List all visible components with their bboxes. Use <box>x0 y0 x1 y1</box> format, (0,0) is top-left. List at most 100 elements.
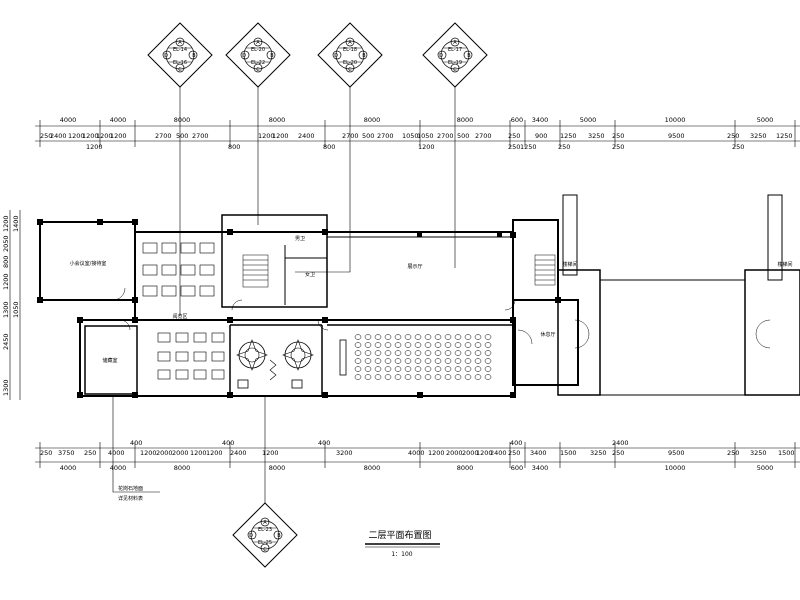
lecture-seat <box>464 366 472 372</box>
exhibition-display <box>236 339 314 389</box>
svg-text:10000: 10000 <box>665 464 686 472</box>
svg-text:EL-25: EL-25 <box>258 540 272 546</box>
svg-text:2450: 2450 <box>2 333 10 350</box>
elevation-marker-5: A EL-23 B D EL-25 C <box>232 502 298 568</box>
svg-text:EL-22: EL-22 <box>251 60 265 66</box>
svg-text:250: 250 <box>558 143 570 151</box>
annotation-note: 详见材料表 <box>118 495 143 502</box>
lecture-seat <box>464 350 472 356</box>
svg-text:9500: 9500 <box>668 132 685 140</box>
svg-text:250: 250 <box>508 132 520 140</box>
svg-text:EL-17: EL-17 <box>448 47 462 53</box>
svg-text:1200: 1200 <box>68 132 85 140</box>
svg-text:A: A <box>453 40 457 46</box>
lecture-seat <box>414 374 422 380</box>
stair-left <box>242 254 269 288</box>
lecture-seat <box>384 334 392 340</box>
svg-text:B: B <box>467 53 471 59</box>
svg-text:250: 250 <box>612 132 624 140</box>
svg-text:250: 250 <box>727 449 739 457</box>
svg-text:4000: 4000 <box>60 464 77 472</box>
lecture-seat <box>464 358 472 364</box>
lecture-seat <box>444 366 452 372</box>
lecture-seat <box>384 358 392 364</box>
lecture-seat <box>374 366 382 372</box>
door-swings <box>112 287 771 349</box>
lecture-seat <box>474 374 482 380</box>
svg-text:3200: 3200 <box>336 449 353 457</box>
svg-text:1200: 1200 <box>272 132 289 140</box>
svg-text:EL-19: EL-19 <box>448 60 462 66</box>
lecture-seat <box>404 374 412 380</box>
lecture-seat <box>444 334 452 340</box>
svg-text:EL-20: EL-20 <box>251 47 265 53</box>
svg-text:4000: 4000 <box>60 116 77 124</box>
lecture-seat <box>394 366 402 372</box>
lecture-seat <box>484 358 492 364</box>
lecture-seat <box>444 374 452 380</box>
left-dimension-chain: 1200 2050 800 1200 1300 2450 1300 1400 1… <box>2 210 21 400</box>
reading-tables-lower <box>157 332 225 380</box>
lecture-seat <box>434 366 442 372</box>
lecture-seat <box>364 358 372 364</box>
svg-text:3400: 3400 <box>530 449 547 457</box>
lecture-seat <box>374 374 382 380</box>
room-label-exhibition: 展示厅 <box>407 264 422 270</box>
svg-text:800: 800 <box>228 143 240 151</box>
svg-text:250: 250 <box>612 449 624 457</box>
lecture-seat <box>394 334 402 340</box>
svg-text:400: 400 <box>130 439 142 447</box>
svg-text:2000: 2000 <box>462 449 479 457</box>
elevation-marker-4: A EL-17 B D EL-19 C <box>422 22 488 88</box>
svg-text:800: 800 <box>2 256 10 268</box>
lecture-seat <box>474 358 482 364</box>
svg-text:A: A <box>178 40 182 46</box>
lecture-seat <box>414 334 422 340</box>
svg-text:250: 250 <box>727 132 739 140</box>
svg-text:400: 400 <box>510 439 522 447</box>
svg-text:5000: 5000 <box>757 464 774 472</box>
lecture-seat <box>484 374 492 380</box>
svg-text:250: 250 <box>40 132 52 140</box>
svg-text:250: 250 <box>508 449 520 457</box>
svg-text:1200: 1200 <box>476 449 493 457</box>
svg-text:1300: 1300 <box>2 301 10 318</box>
lecture-seat <box>484 366 492 372</box>
svg-text:2400: 2400 <box>490 449 507 457</box>
lecture-seat <box>444 350 452 356</box>
svg-text:EL-16: EL-16 <box>173 60 187 66</box>
lecture-seat <box>354 374 362 380</box>
lecture-seat <box>374 334 382 340</box>
svg-text:1500: 1500 <box>560 449 577 457</box>
lecture-seat <box>394 350 402 356</box>
svg-text:1050: 1050 <box>402 132 419 140</box>
lecture-seat <box>444 358 452 364</box>
lecture-seat <box>424 366 432 372</box>
lecture-seat <box>474 334 482 340</box>
lecture-seat <box>484 334 492 340</box>
lecture-seat <box>394 374 402 380</box>
svg-text:EL-23: EL-23 <box>258 527 272 533</box>
svg-text:1250: 1250 <box>776 132 793 140</box>
svg-text:D: D <box>439 53 443 59</box>
svg-text:500: 500 <box>176 132 188 140</box>
room-label-reading: 阅览区 <box>172 313 187 320</box>
svg-text:1200: 1200 <box>206 449 223 457</box>
lecture-seat <box>484 350 492 356</box>
svg-text:8000: 8000 <box>174 464 191 472</box>
svg-text:1200: 1200 <box>418 143 435 151</box>
svg-text:1250: 1250 <box>560 132 577 140</box>
lecture-seat <box>474 342 482 348</box>
lecture-seat <box>474 350 482 356</box>
svg-text:3250: 3250 <box>750 449 767 457</box>
lecture-seat <box>364 366 372 372</box>
svg-text:500: 500 <box>457 132 469 140</box>
lecture-seat <box>464 334 472 340</box>
svg-text:2000: 2000 <box>446 449 463 457</box>
svg-text:600: 600 <box>511 116 523 124</box>
svg-text:3400: 3400 <box>532 464 549 472</box>
lecture-seat <box>424 350 432 356</box>
svg-text:4000: 4000 <box>408 449 425 457</box>
lecture-seat <box>454 350 462 356</box>
elevation-marker-1: A EL-14 B D EL-16 C <box>147 22 213 88</box>
